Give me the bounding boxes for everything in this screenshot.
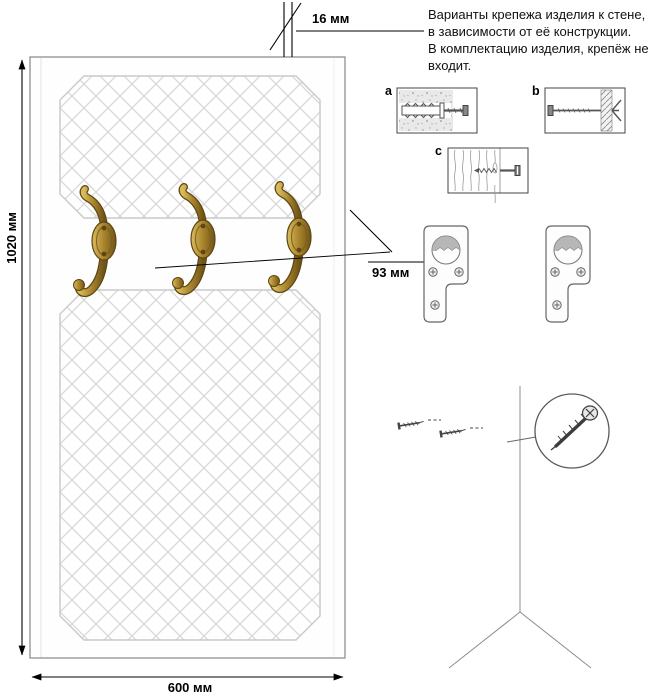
screw-tip (474, 168, 479, 173)
screw-cross-icon (430, 300, 440, 310)
fastener-option-c-diagram (447, 147, 529, 204)
thickness-slash-line (269, 2, 302, 51)
mounting-note-text: Варианты крепежа изделия к стене, в зави… (428, 7, 649, 73)
wall-plug-icon (401, 105, 441, 116)
fastener-option-c-label: c (435, 144, 442, 158)
mounting-plate-diagrams (423, 225, 590, 323)
wall-corner-illustration (448, 386, 592, 669)
fastener-option-b-diagram (544, 87, 626, 134)
thickness-dimension-label: 16 мм (312, 11, 350, 26)
screw-cross-icon (428, 267, 438, 277)
screw-cross-icon (454, 267, 464, 277)
wood-grain-section (454, 149, 498, 204)
screw-icon (397, 417, 426, 431)
hook-offset-dimension-label: 93 мм (372, 265, 410, 280)
fastener-option-a-diagram (396, 87, 478, 134)
fastener-option-a-label: a (385, 84, 392, 98)
dimension-lines (18, 2, 430, 681)
motion-dashes (428, 419, 483, 429)
screw-head (462, 105, 469, 116)
fastener-option-b-label: b (532, 84, 540, 98)
anchor-wings (611, 99, 622, 122)
screw-icon (439, 425, 468, 439)
lower-quilted-section (59, 289, 321, 641)
hollow-wall-section (600, 89, 613, 132)
magnified-screw-icon (550, 405, 599, 451)
width-dimension-label: 600 мм (167, 680, 213, 695)
height-dimension-label: 1020 мм (4, 212, 19, 264)
mounting-plate-icon (423, 225, 469, 323)
screw-head (547, 105, 554, 116)
keyhole-shaded-half (431, 235, 461, 251)
hook-offset-slash-line (349, 209, 393, 253)
loose-screws-illustration (397, 417, 483, 439)
panel-illustration (29, 56, 346, 659)
mounting-plate-icon (546, 226, 590, 322)
hook-offset-leader-line (154, 251, 391, 269)
screw-detail-magnifier (506, 393, 610, 469)
